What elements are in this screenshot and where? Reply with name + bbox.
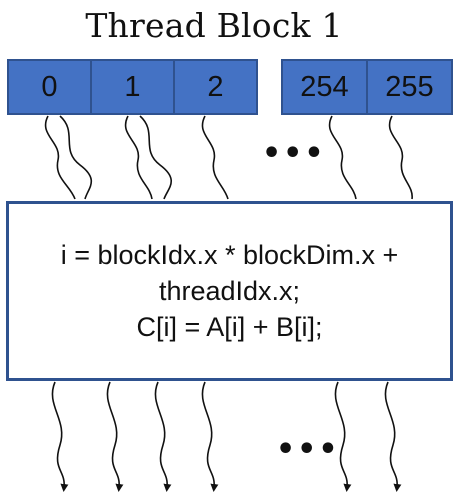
thread-cell-2: 2	[173, 59, 258, 115]
code-line-2: threadIdx.x;	[158, 276, 301, 306]
bottom-ellipsis: •••	[276, 432, 340, 467]
code-line-1: i = blockIdx.x * blockDim.x +	[60, 240, 399, 270]
top-wire-0	[44, 115, 76, 200]
top-wire-0b	[59, 115, 92, 200]
top-wire-1	[124, 115, 153, 200]
bottom-wire-1	[51, 381, 69, 492]
bottom-wire-5	[334, 381, 352, 492]
top-wire-2	[201, 115, 229, 200]
thread-cell-0: 0	[7, 59, 92, 115]
bottom-wire-6	[384, 381, 402, 492]
bottom-wire-2	[106, 381, 124, 492]
top-wire-255	[388, 115, 413, 200]
diagram-title: Thread Block 1	[85, 6, 343, 45]
bottom-wire-3	[154, 381, 172, 492]
bottom-wire-4	[201, 381, 219, 492]
top-wire-254	[328, 115, 357, 200]
code-line-3: C[i] = A[i] + B[i];	[136, 312, 323, 342]
top-wire-1b	[139, 115, 172, 200]
thread-cell-255: 255	[366, 59, 453, 115]
top-ellipsis: •••	[262, 136, 326, 171]
kernel-code-box: i = blockIdx.x * blockDim.x + threadIdx.…	[6, 201, 453, 381]
